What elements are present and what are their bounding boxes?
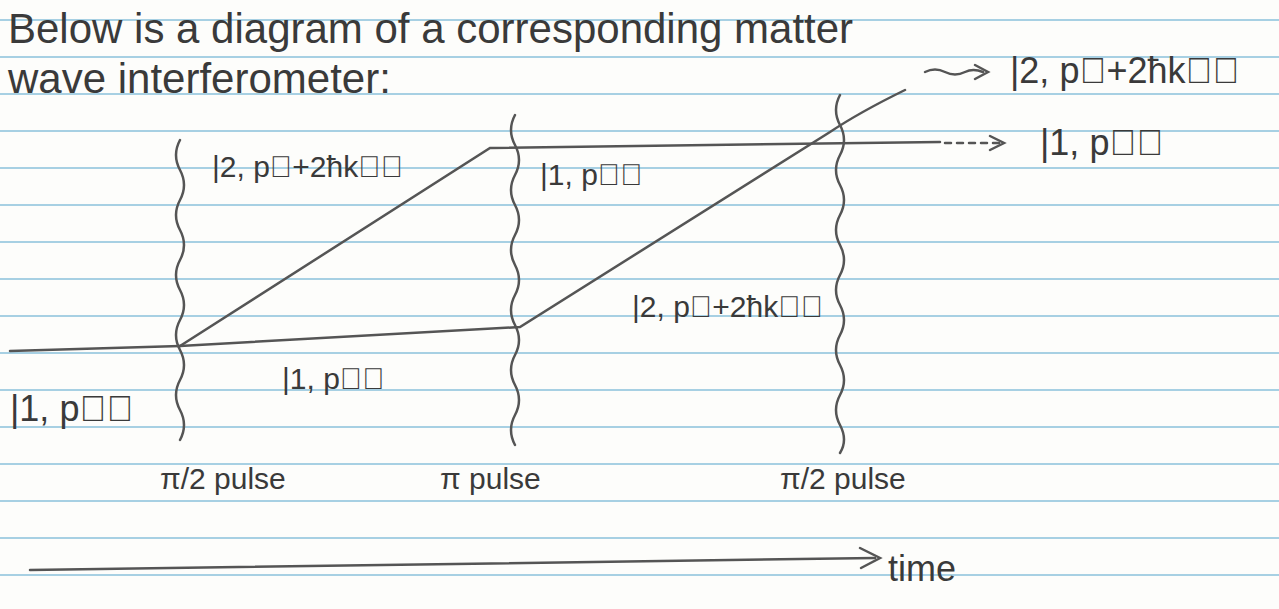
pulse-wave [836,95,844,453]
state-label: |1, p⃗⟩ [282,362,385,397]
output-state: |1, p⃗⟩ [1040,122,1163,163]
state-label: |1, p⃗⟩ [540,158,643,193]
output-arrow [945,142,1000,145]
pulse-label: π/2 pulse [160,462,286,497]
pulse-label: π/2 pulse [780,462,906,497]
pulse-wave [176,140,184,440]
state-label: |2, p⃗+2ħk⃗⟩ [632,290,823,325]
output-arrow [925,70,983,75]
time-arrowhead [860,548,880,568]
pulse-label: π pulse [440,462,541,497]
page-title: Below is a diagram of a corresponding ma… [8,4,908,105]
lower-arm [180,90,905,346]
axis-label: time [888,548,956,589]
output-arrowhead [975,65,988,79]
input-state: |1, p⃗⟩ [10,388,133,429]
output-state: |2, p⃗+2ħk⃗⟩ [1010,50,1239,91]
state-label: |2, p⃗+2ħk⃗⟩ [212,150,403,185]
upper-arm [180,142,940,346]
output-arrowhead [990,136,1004,150]
pulse-wave [511,115,519,445]
input-path [10,346,180,351]
time-axis [30,558,875,570]
